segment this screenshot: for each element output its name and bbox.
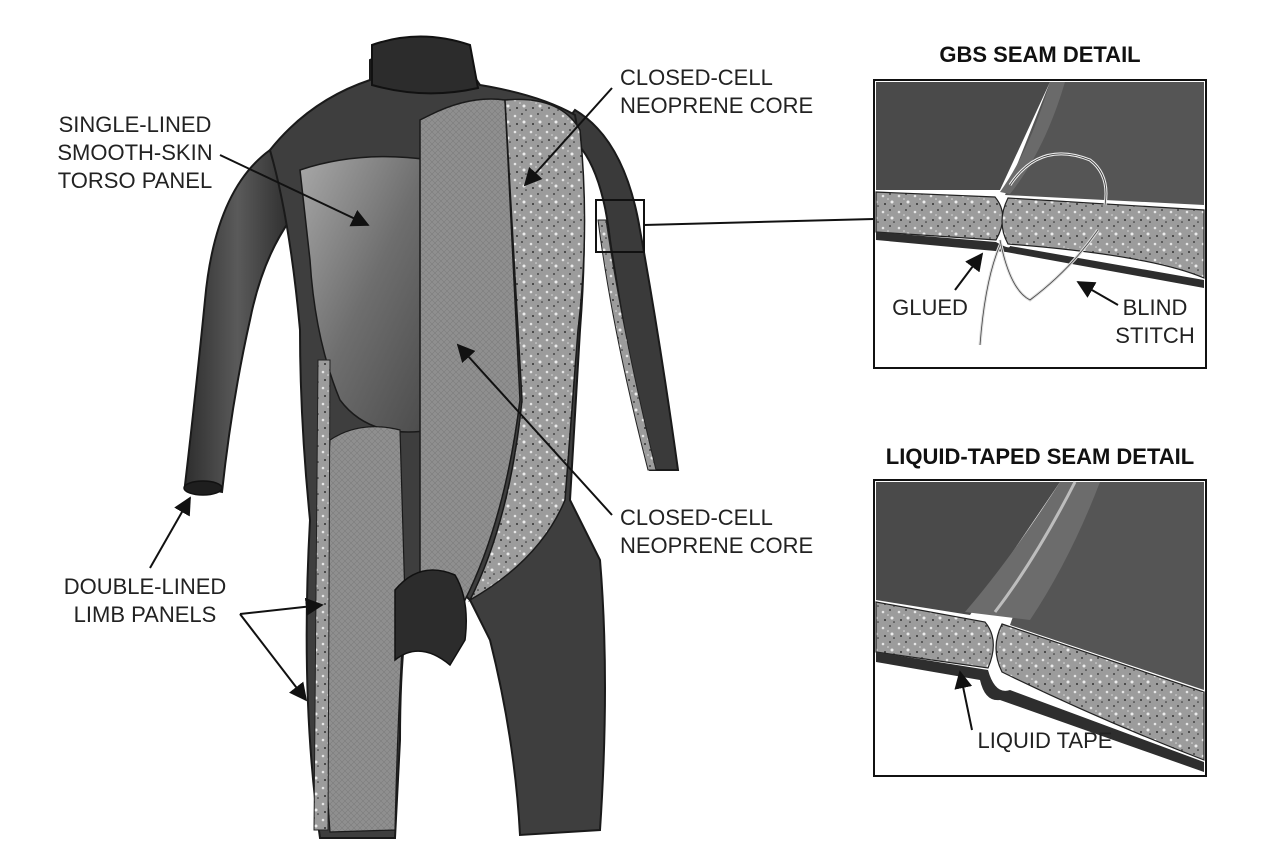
gbs-right-panel-top [1005, 82, 1204, 205]
gbs-left-panel-top [876, 82, 1050, 190]
core-top-arrow [523, 87, 613, 187]
tape-bottom-skin [876, 652, 1204, 772]
left-cuff [183, 480, 223, 496]
tape-left-panel-top [876, 482, 1060, 615]
collar [371, 35, 480, 95]
torso-label-line1: SINGLE-LINED [59, 112, 212, 137]
limb-arrow-shin [239, 613, 308, 702]
gbs-left-foam [875, 191, 1004, 241]
gbs-right-foam [1001, 197, 1205, 279]
core-mid-arrow [456, 343, 613, 516]
gbs-stitch-arc-outline [1009, 153, 1107, 206]
core-mid-line1: CLOSED-CELL [620, 505, 773, 530]
tape-bead-highlight [993, 481, 1077, 613]
limb-label-line1: DOUBLE-LINED [64, 574, 227, 599]
tape-bead [965, 482, 1100, 620]
label-limb-panels: DOUBLE-LINED LIMB PANELS [64, 496, 324, 702]
left-leg-foam-strip [313, 359, 331, 831]
label-torso-panel: SINGLE-LINED SMOOTH-SKIN TORSO PANEL [57, 112, 370, 227]
core-top-line2: NEOPRENE CORE [620, 93, 813, 118]
gbs-title: GBS SEAM DETAIL [939, 42, 1140, 67]
left-leg-lining [322, 426, 406, 833]
limb-arrow-up [149, 496, 191, 569]
right-sleeve [558, 108, 680, 471]
core-mid-line2: NEOPRENE CORE [620, 533, 813, 558]
right-sleeve-lining-strip [597, 219, 657, 471]
tape-left-foam [875, 601, 994, 669]
left-sleeve [183, 148, 292, 494]
gbs-blind-label-line2: STITCH [1115, 323, 1194, 348]
gbs-glued-arrow [954, 252, 984, 291]
smooth-skin-chest-panel [299, 155, 433, 433]
seam-callout-box [595, 199, 645, 253]
label-core-mid: CLOSED-CELL NEOPRENE CORE [456, 343, 813, 558]
limb-arrow-thigh [239, 597, 324, 616]
limb-label-line2: LIMB PANELS [74, 602, 217, 627]
tape-liquid-arrow [954, 670, 973, 731]
gbs-blind-arrow [1076, 281, 1119, 306]
label-core-top: CLOSED-CELL NEOPRENE CORE [523, 65, 813, 187]
torso-arrow [219, 154, 370, 227]
callout-leader [643, 218, 875, 226]
crotch-panel [394, 569, 467, 667]
tape-liquid-label: LIQUID TAPE [978, 728, 1113, 753]
gbs-stitch-thread-outline [979, 229, 1099, 346]
gbs-seam-ridge [1000, 82, 1065, 194]
wetsuit-figure [183, 35, 875, 839]
tape-right-foam [995, 623, 1205, 761]
liquid-taped-seam-detail: LIQUID-TAPED SEAM DETAIL LIQUID TAPE [873, 444, 1207, 777]
gbs-blind-label-line1: BLIND [1123, 295, 1188, 320]
core-top-line1: CLOSED-CELL [620, 65, 773, 90]
gbs-seam-detail: GBS SEAM DETAIL GLUED BLIND STITCH [873, 42, 1207, 369]
torso-label-line3: TORSO PANEL [58, 168, 212, 193]
tape-title: LIQUID-TAPED SEAM DETAIL [886, 444, 1194, 469]
gbs-glued-label: GLUED [892, 295, 968, 320]
gbs-bottom-skin [876, 232, 1204, 288]
torso-label-line2: SMOOTH-SKIN [57, 140, 212, 165]
